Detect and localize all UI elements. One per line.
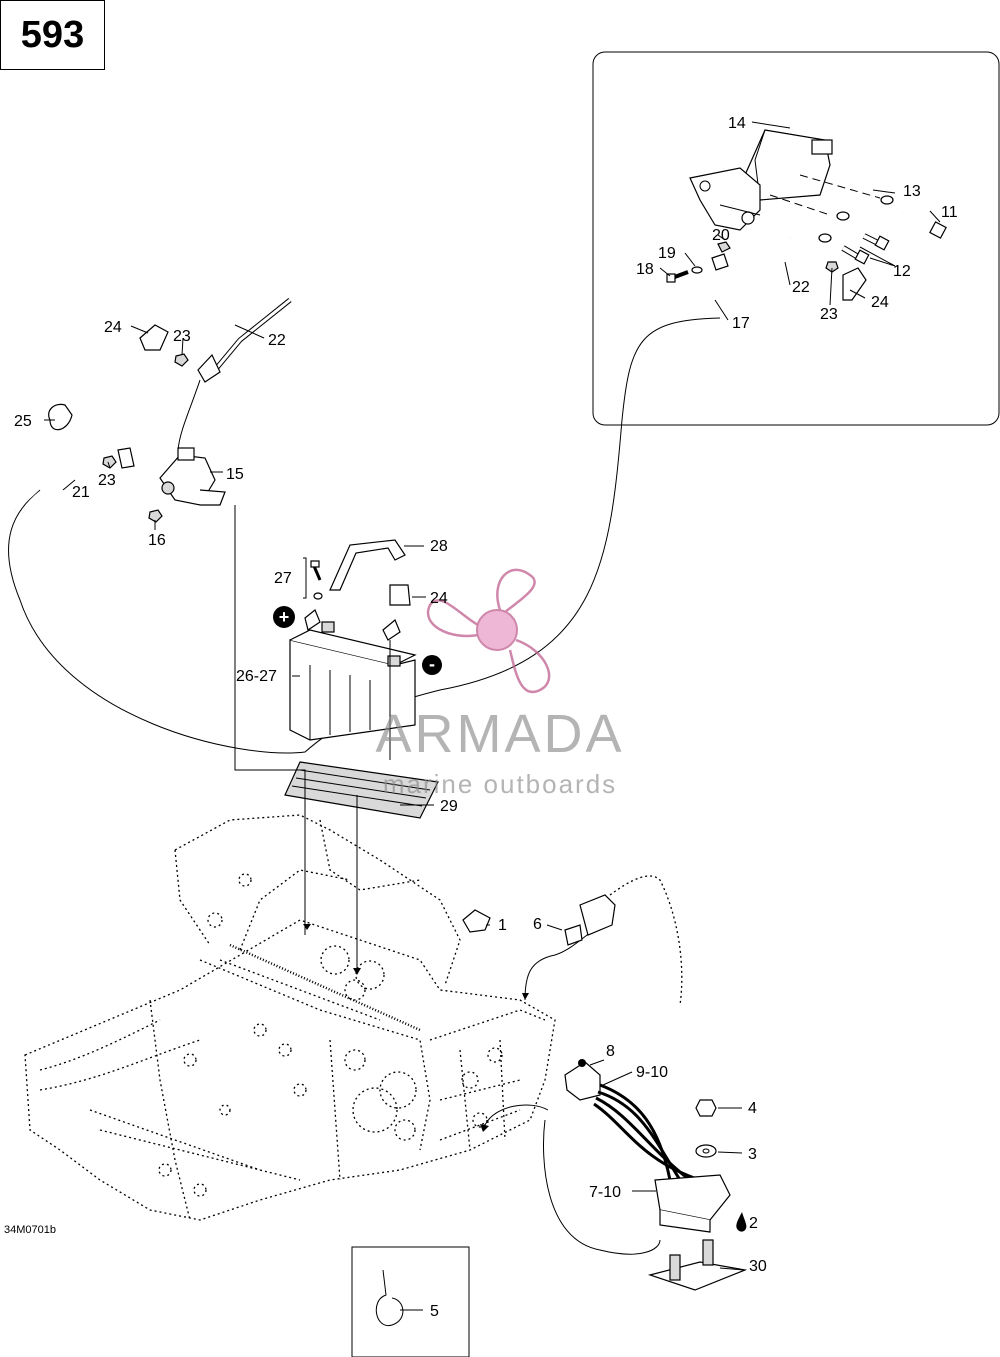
callout-23-inset: 23 (820, 306, 838, 323)
boot-24 (139, 324, 169, 351)
battery-pad-29 (284, 761, 439, 819)
connector-8 (564, 1061, 601, 1101)
callout-14: 14 (728, 115, 746, 132)
callout-2: 2 (749, 1215, 758, 1232)
battery-strap-28 (329, 539, 406, 591)
vehicle-frame (24, 814, 556, 1221)
minus-terminal-icon (422, 655, 442, 675)
clamp-25 (48, 403, 73, 431)
watermark-brand: ARMADA (375, 704, 624, 764)
plus-symbol: + (279, 607, 290, 627)
nut-23-inset (825, 261, 839, 273)
callout-26-27: 26-27 (236, 668, 277, 685)
starter-motor (689, 129, 881, 231)
starter-inset-box (592, 51, 1000, 426)
nut-16 (148, 509, 163, 523)
nut-23 (174, 353, 189, 367)
callout-25: 25 (14, 413, 32, 430)
washer-19 (691, 266, 703, 274)
callout-22-inset: 22 (792, 279, 810, 296)
bolt-12b (841, 245, 870, 265)
module-7-10 (654, 1174, 731, 1221)
callout-20: 20 (712, 227, 730, 244)
callout-3: 3 (748, 1146, 757, 1163)
nut-23-mid (102, 455, 117, 469)
plate-30 (647, 1261, 748, 1291)
callout-18: 18 (636, 261, 654, 278)
callout-23-top: 23 (173, 328, 191, 345)
callout-21: 21 (72, 484, 90, 501)
leader-solenoid (234, 505, 306, 935)
callout-5: 5 (430, 1303, 439, 1320)
callout-1: 1 (498, 917, 507, 934)
clip-1 (462, 909, 491, 933)
fuse-holder (579, 894, 616, 936)
bracket-27 (303, 557, 307, 599)
callout-19: 19 (658, 245, 676, 262)
callout-8: 8 (606, 1043, 615, 1060)
callout-12: 12 (893, 263, 911, 280)
battery (289, 621, 417, 741)
fuse-6 (564, 924, 583, 946)
callout-16: 16 (148, 532, 166, 549)
washer-13 (880, 195, 894, 205)
callout-11: 11 (941, 204, 958, 221)
washer-13b (836, 211, 850, 221)
bolt-12a (862, 233, 890, 251)
callout-15: 15 (226, 466, 244, 483)
callout-24-inset: 24 (871, 294, 889, 311)
callout-29: 29 (440, 798, 458, 815)
washer-3 (695, 1144, 717, 1158)
diagram-code: 34M0701b (4, 1224, 56, 1236)
callout-17: 17 (732, 315, 750, 332)
callout-9-10: 9-10 (636, 1064, 668, 1081)
watermark: ARMADA marine outboards (375, 568, 624, 799)
callout-24-top: 24 (104, 319, 122, 336)
watermark-tagline: marine outboards (383, 769, 617, 799)
oil-drop-icon (736, 1212, 747, 1232)
harness-wire-2 (524, 924, 601, 1001)
washer-13c (818, 233, 832, 243)
nut-4 (695, 1099, 717, 1117)
callout-30: 30 (749, 1258, 767, 1275)
callout-4: 4 (748, 1100, 757, 1117)
lockwasher-20 (717, 241, 731, 253)
cable-tie-5 (375, 1269, 404, 1326)
callout-23-mid: 23 (98, 472, 116, 489)
plus-terminal-icon (273, 606, 295, 628)
cable-tie-box (351, 1246, 470, 1357)
bolt-11 (897, 206, 947, 239)
page-number: 593 (0, 0, 105, 70)
boot-24-inset (842, 267, 867, 301)
callout-13: 13 (903, 183, 921, 200)
cap-24 (389, 584, 411, 606)
minus-symbol: - (429, 654, 435, 674)
callout-6: 6 (533, 916, 542, 933)
solenoid-15 (159, 447, 226, 506)
callout-24-mid: 24 (430, 590, 448, 607)
callout-7-10: 7-10 (589, 1184, 621, 1201)
callout-27: 27 (274, 570, 292, 587)
callout-22-top: 22 (268, 332, 286, 349)
callout-28: 28 (430, 538, 448, 555)
harness-wire (609, 875, 683, 1006)
propeller-logo-icon (426, 568, 551, 694)
